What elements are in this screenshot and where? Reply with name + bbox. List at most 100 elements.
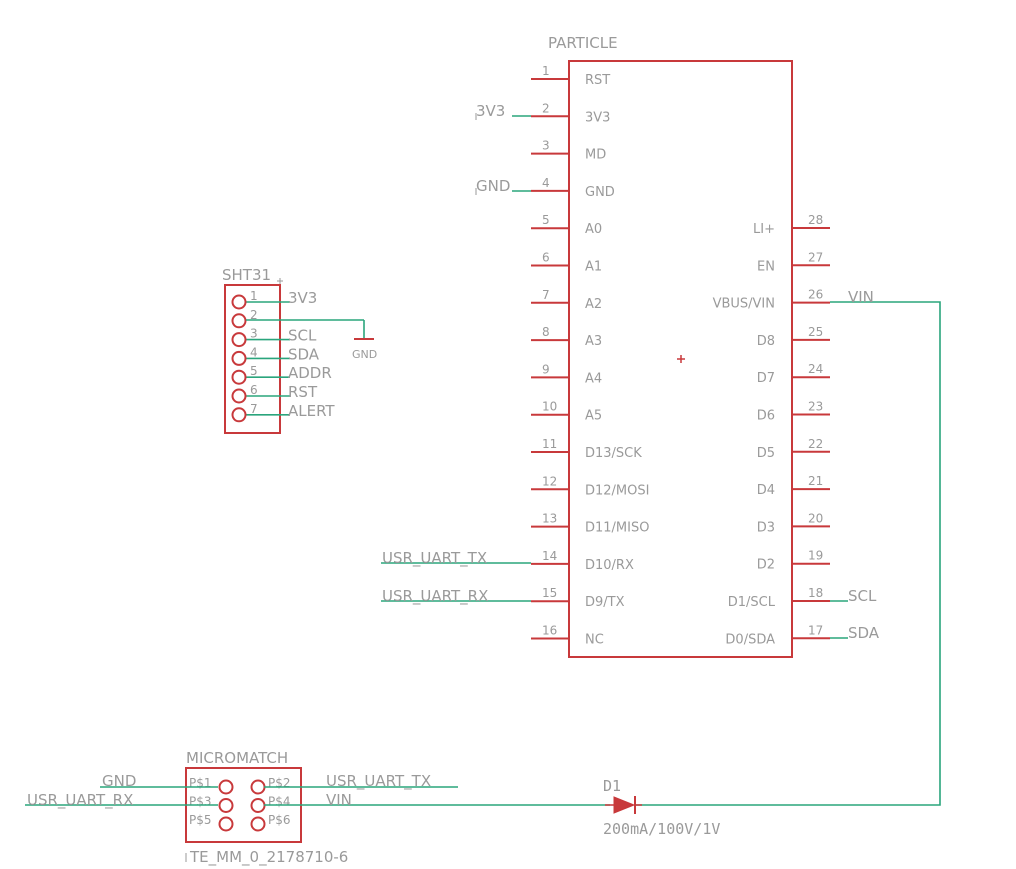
pin-pad [231,332,247,348]
pin-pad [250,816,266,832]
pin-number: 2 [250,308,258,322]
pin-label: NC [585,633,604,648]
net-label: ALERT [288,402,335,420]
pin-label: D8 [757,334,775,349]
pin-number: 13 [542,512,557,526]
pin-label: GND [585,185,615,200]
pin-pad [231,369,247,385]
net-label: RST [288,383,318,401]
pin-number: 25 [808,325,823,339]
particle-pin-6[interactable]: 6A1 [531,251,602,275]
particle-nets: 3V3 GND USR_UART_TX USR_UART_RX VIN SCL … [381,102,941,806]
pin-label: D13/SCK [585,446,642,461]
pin-label: D0/SDA [725,632,775,647]
pin-pad [250,798,266,813]
pin-label: D1/SCL [728,595,776,610]
net-label-gnd: GND [476,177,510,195]
pin-number: 1 [542,64,550,78]
particle-pin-5[interactable]: 5A0 [531,213,602,237]
pin-number: 26 [808,288,823,302]
sht31-name: SHT31 [222,266,271,284]
pin-number: 1 [250,289,258,303]
pin-pad [231,350,247,366]
sht31-pin-6[interactable]: 6 RST [231,383,318,404]
net-label-3v3: 3V3 [476,102,505,120]
pin-label: P$2 [268,776,291,790]
pin-label: EN [757,259,775,274]
micromatch-pin-4[interactable]: P$4 [250,795,291,813]
mm-net-label-vin: VIN [326,791,352,809]
pin-label: A3 [585,334,602,349]
pin-label: A1 [585,260,602,275]
mm-net-label-gnd: GND [102,772,136,790]
pin-number: 14 [542,549,557,563]
pin-number: 23 [808,400,823,414]
pin-number: 9 [542,362,550,376]
pin-number: 3 [250,327,258,341]
pin-label: P$4 [268,795,291,809]
pin-label: A0 [585,222,602,237]
sht31-pin-2[interactable]: 2 [231,308,258,329]
micromatch-pin-3[interactable]: P$3 [189,795,234,813]
pin-number: 28 [808,213,823,227]
sht31-gnd-label: GND [352,348,377,361]
net-label-scl: SCL [848,587,877,605]
net-label-sda: SDA [848,624,880,642]
particle-pin-3[interactable]: 3MD [531,139,606,163]
pin-label: D4 [757,483,775,498]
particle-name: PARTICLE [548,34,618,52]
net-label: ADDR [288,364,332,382]
pin-number: 24 [808,362,823,376]
micromatch-pin-2[interactable]: P$2 [250,776,291,795]
pin-number: 6 [250,383,258,397]
particle-pin-8[interactable]: 8A3 [531,325,602,349]
micromatch-pin-1[interactable]: P$1 [189,776,234,795]
pin-label: VBUS/VIN [713,297,775,312]
pin-pad [250,779,266,795]
particle-pin-7[interactable]: 7A2 [531,288,602,312]
mm-net-label-usr-uart-tx: USR_UART_TX [326,772,431,791]
diode-name: D1 [603,777,621,795]
pin-number: 22 [808,437,823,451]
pin-pad [218,779,234,795]
pin-number: 21 [808,474,823,488]
pin-number: 10 [542,400,557,414]
diode-d1[interactable]: D1 200mA/100V/1V [603,777,720,838]
pin-label: D11/MISO [585,521,649,536]
particle-pin-9[interactable]: 9A4 [531,362,602,386]
pin-label: D7 [757,371,775,386]
micromatch-pin-6[interactable]: P$6 [250,813,291,832]
micromatch-pin-5[interactable]: P$5 [189,813,234,832]
